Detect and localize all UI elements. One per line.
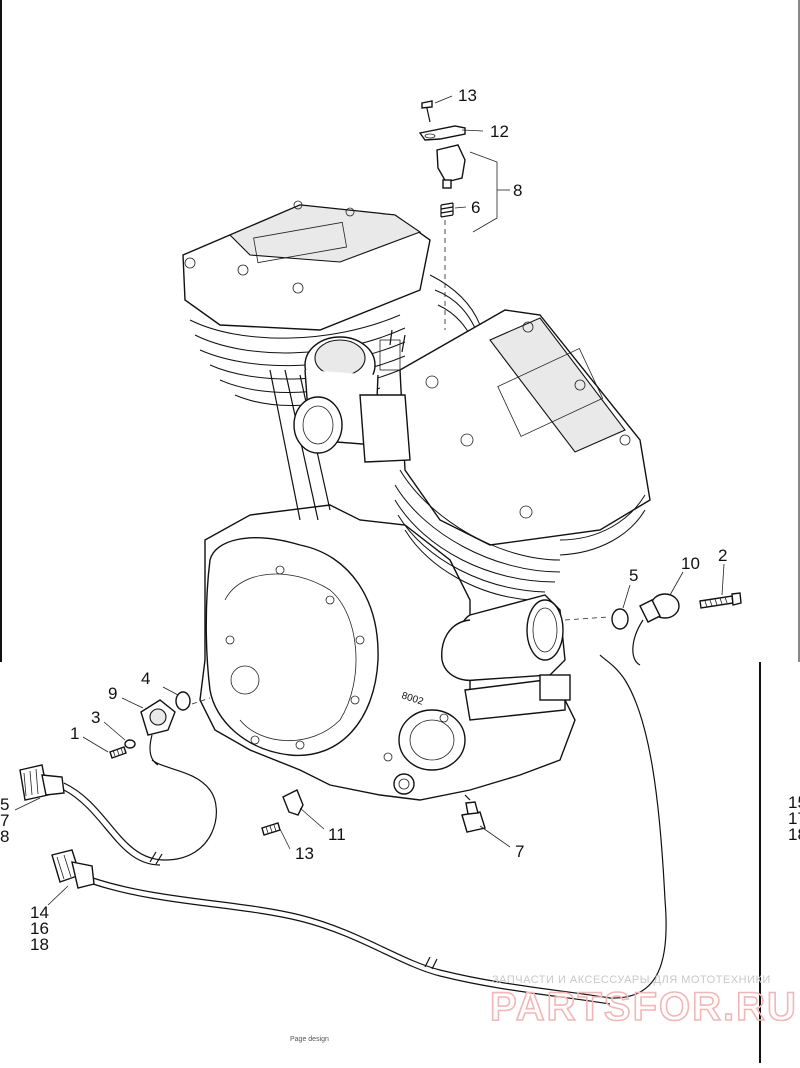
part-screw-13-top bbox=[421, 100, 433, 123]
starter-motor bbox=[441, 594, 571, 721]
callout-13-bottom: 13 bbox=[295, 844, 314, 863]
callout-6: 6 bbox=[471, 198, 480, 217]
part-clip-11 bbox=[282, 789, 304, 816]
callout-7: 7 bbox=[515, 842, 524, 861]
part-sender-7 bbox=[461, 794, 486, 833]
watermark-logo: PARTSFOR.RU bbox=[490, 985, 798, 1029]
callout-5: 5 bbox=[629, 566, 638, 585]
callout-9: 9 bbox=[108, 684, 117, 703]
callout-right-17-cropped: 17 bbox=[788, 809, 800, 828]
leader-lines bbox=[14, 95, 725, 906]
callout-right-18-cropped: 18 bbox=[788, 825, 800, 844]
connector-lower-left bbox=[51, 849, 95, 889]
watermark-caption: ЗАПЧАСТИ И АКСЕССУАРЫ ДЛЯ МОТОТЕХНИКИ bbox=[492, 974, 771, 986]
callout-12: 12 bbox=[490, 122, 509, 141]
footer-text: Page design bbox=[290, 1036, 329, 1043]
callout-1: 1 bbox=[70, 724, 79, 743]
part-washer-3 bbox=[124, 739, 136, 749]
callout-14: 14 bbox=[30, 903, 49, 922]
part-sensor-10 bbox=[632, 593, 680, 666]
front-cylinder-fins bbox=[394, 469, 646, 601]
part-sensor-9 bbox=[140, 699, 176, 766]
parts bbox=[19, 100, 742, 1005]
part-bracket-12 bbox=[418, 125, 466, 141]
callout-10: 10 bbox=[681, 554, 700, 573]
callout-3: 3 bbox=[91, 708, 100, 727]
carburetor bbox=[293, 329, 411, 463]
callout-left-15-cropped: 5 bbox=[0, 795, 9, 814]
part-screw-1 bbox=[109, 746, 127, 759]
watermark: ЗАПЧАСТИ И АКСЕССУАРЫ ДЛЯ МОТОТЕХНИКИ PA… bbox=[489, 974, 798, 1030]
callout-8: 8 bbox=[513, 181, 522, 200]
wiring-harness bbox=[63, 654, 667, 1005]
part-screw-13-bottom bbox=[261, 822, 281, 836]
callout-4: 4 bbox=[141, 669, 150, 688]
callout-18: 18 bbox=[30, 935, 49, 954]
part-oring-4 bbox=[175, 691, 191, 711]
part-spring-6 bbox=[440, 202, 454, 218]
part-oring-5 bbox=[611, 608, 629, 630]
callout-left-17-cropped: 7 bbox=[0, 811, 9, 830]
callout-2: 2 bbox=[718, 546, 727, 565]
callout-left-18-cropped: 8 bbox=[0, 827, 9, 846]
callout-11: 11 bbox=[328, 825, 346, 844]
part-screw-2 bbox=[699, 592, 742, 609]
callout-right-15-cropped: 15 bbox=[788, 793, 800, 812]
callout-13-top: 13 bbox=[458, 86, 477, 105]
callout-16: 16 bbox=[30, 919, 49, 938]
part-sensor-8 bbox=[436, 144, 466, 189]
engine-illustration: 8002 bbox=[182, 200, 651, 801]
callout-labels: 13 12 8 6 2 10 5 4 9 3 1 11 13 7 14 16 1… bbox=[0, 86, 800, 954]
connector-upper-left bbox=[19, 764, 65, 801]
